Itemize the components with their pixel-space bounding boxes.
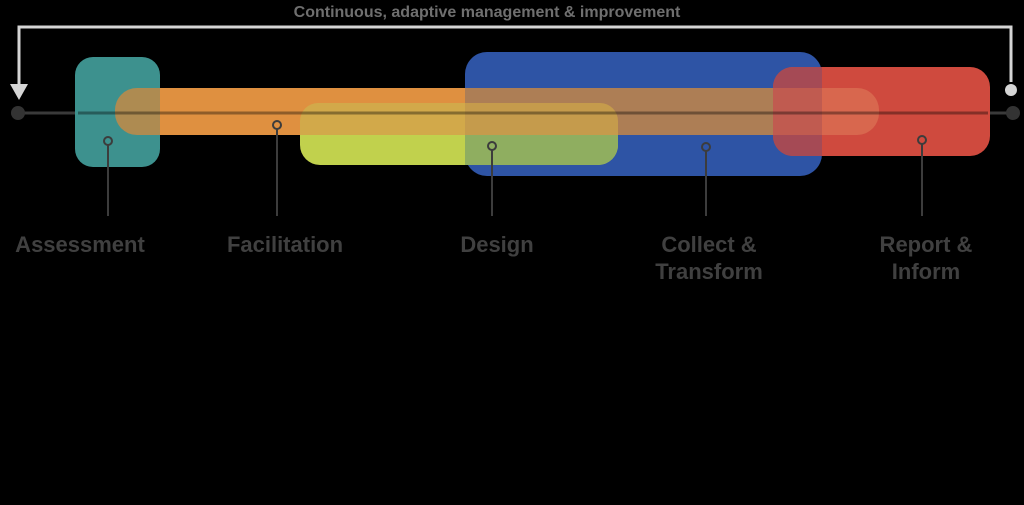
return-arc-arrowhead-icon bbox=[10, 84, 28, 100]
overlap-facilitation-report-collect bbox=[773, 88, 822, 135]
callout-ring-collect-transform bbox=[701, 142, 711, 152]
overlap-facilitation-over-design bbox=[300, 103, 465, 135]
phase-label-design: Design bbox=[460, 232, 534, 257]
callout-assessment bbox=[103, 136, 113, 216]
timeline-start-dot bbox=[11, 106, 25, 120]
callout-ring-facilitation bbox=[272, 120, 282, 130]
return-arc-line bbox=[17, 25, 1013, 86]
callout-report-inform bbox=[917, 135, 927, 216]
phase-bar-facilitation bbox=[160, 88, 300, 135]
callout-ring-assessment bbox=[103, 136, 113, 146]
overlap-facilitation-design-collect bbox=[465, 103, 618, 135]
callout-ring-design bbox=[487, 141, 497, 151]
callout-facilitation bbox=[272, 120, 282, 216]
return-arc-end-dot bbox=[1005, 84, 1017, 96]
phase-label-facilitation: Facilitation bbox=[226, 232, 344, 257]
arc-title: Continuous, adaptive management & improv… bbox=[293, 4, 681, 21]
callout-ring-report-inform bbox=[917, 135, 927, 145]
phase-label-assessment: Assessment bbox=[15, 232, 145, 257]
timeline-end-dot bbox=[1006, 106, 1020, 120]
callout-collect-transform bbox=[701, 142, 711, 216]
callout-design bbox=[487, 141, 497, 216]
phase-label-report-inform: Report & Inform bbox=[879, 232, 973, 284]
phase-label-collect-transform: Collect & Transform bbox=[655, 232, 763, 284]
